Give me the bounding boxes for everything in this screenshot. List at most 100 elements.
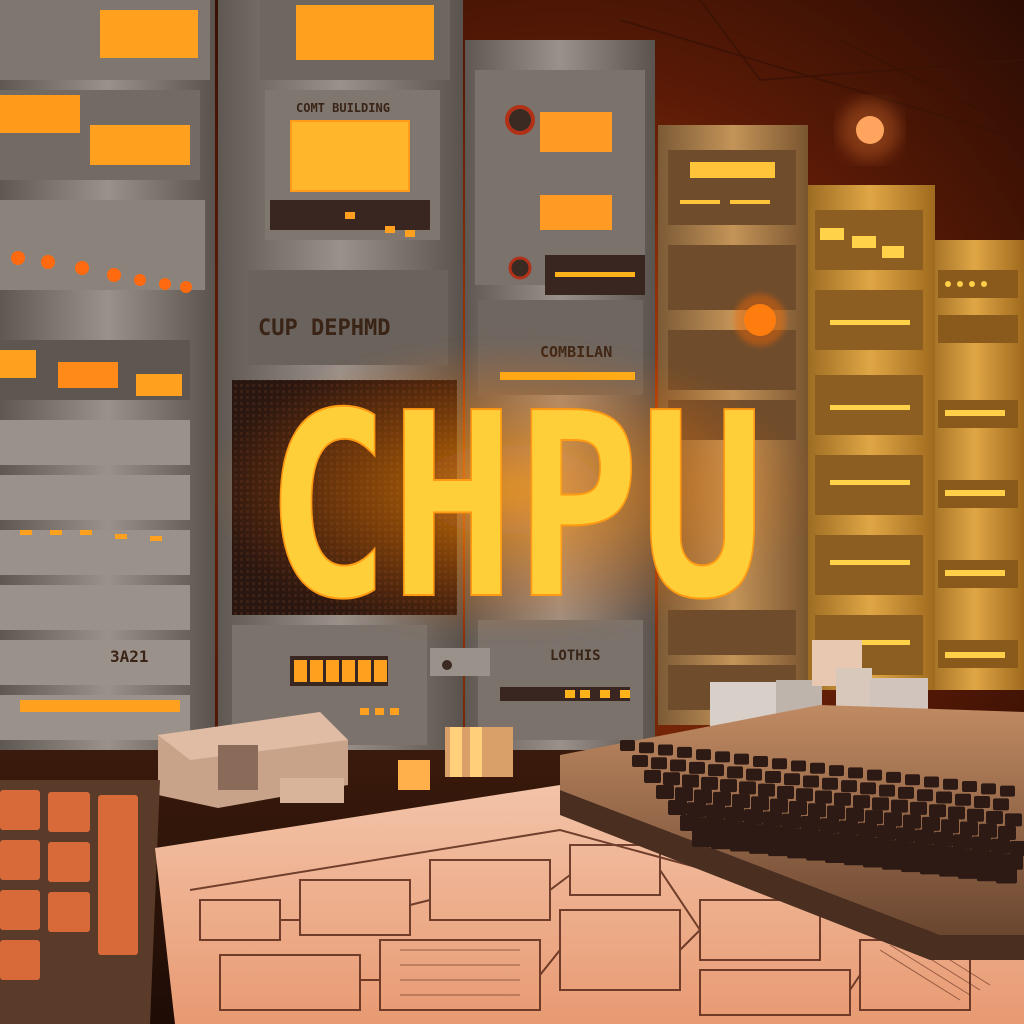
desk-components xyxy=(158,640,928,808)
keyboard-key xyxy=(632,755,648,767)
keyboard-key xyxy=(981,783,996,795)
glowing-chpu-text: CHPU xyxy=(265,359,765,656)
keyboard-key xyxy=(865,810,883,825)
keyboard-key xyxy=(977,864,998,882)
keyboard-key xyxy=(979,823,997,838)
keyboard-key xyxy=(815,790,832,804)
keyboard-key xyxy=(739,781,756,795)
keyboard-key xyxy=(770,798,788,813)
keyboard-key xyxy=(651,757,667,770)
schematic-paper xyxy=(155,785,1024,1024)
keyboard-key xyxy=(853,795,870,809)
keyboard-key xyxy=(870,837,890,854)
keyboard-key xyxy=(858,822,877,838)
keyboard-key xyxy=(860,782,876,795)
keyboard-key xyxy=(644,770,661,783)
keyboard-key xyxy=(984,851,1004,868)
keyboard-key xyxy=(996,866,1017,884)
server-rack-far-right xyxy=(925,240,1024,690)
keyboard-key xyxy=(768,839,789,857)
keyboard-key xyxy=(701,776,718,790)
keyboard-key xyxy=(813,830,833,847)
keyboard-key xyxy=(867,769,882,781)
keyboard-key xyxy=(986,811,1003,825)
keyboard-key xyxy=(699,817,719,834)
keyboard-key xyxy=(910,801,927,815)
keyboard-key xyxy=(737,821,757,838)
keyboard-key xyxy=(839,820,858,836)
keyboard-key xyxy=(772,758,787,770)
keyboard-key xyxy=(670,759,686,772)
panel-label-lothis: LOTHIS xyxy=(550,648,601,664)
keyboard-key xyxy=(877,825,896,841)
keyboard-key xyxy=(711,832,732,850)
keyboard-key xyxy=(696,749,711,761)
keyboard-key xyxy=(801,815,820,831)
keyboard-key xyxy=(908,842,928,859)
keyboard-key xyxy=(734,753,749,765)
keyboard-key xyxy=(725,806,744,822)
keyboard-key xyxy=(917,789,933,802)
keyboard-key xyxy=(834,792,851,806)
keyboard-key xyxy=(872,797,889,811)
keyboard-key xyxy=(806,843,827,861)
keyboard-key xyxy=(905,774,920,786)
keyboard-key xyxy=(808,803,826,818)
keyboard-key xyxy=(639,742,654,754)
keyboard-key xyxy=(1010,841,1024,857)
keyboard-key xyxy=(782,813,801,829)
keyboard-key xyxy=(822,777,838,790)
keyboard-key xyxy=(692,830,713,847)
keyboard-key xyxy=(775,826,795,843)
keyboard-key xyxy=(929,804,946,818)
keyboard-key xyxy=(886,771,901,783)
keyboard-key xyxy=(675,787,693,802)
keyboard-key xyxy=(863,850,884,868)
keyboard-key xyxy=(715,751,730,763)
keyboard-key xyxy=(668,800,687,815)
keyboard-key xyxy=(936,791,952,804)
keyboard-key xyxy=(922,816,940,831)
keyboard-key xyxy=(841,780,857,793)
keyboard-key xyxy=(962,781,977,793)
keyboard-key xyxy=(960,821,978,836)
keyboard-key xyxy=(820,818,839,834)
keyboard-key xyxy=(993,798,1009,811)
keyboard-key xyxy=(1003,853,1023,870)
keyboard-key xyxy=(744,809,763,825)
server-rack-right xyxy=(805,185,935,690)
keyboard-key xyxy=(941,819,959,834)
keyboard-key xyxy=(708,764,724,777)
keyboard-key xyxy=(718,819,738,836)
keyboard-key xyxy=(763,811,782,827)
keyboard-key xyxy=(694,789,712,804)
keyboard-key xyxy=(846,807,864,822)
keyboard-key xyxy=(1000,785,1015,797)
keyboard-key xyxy=(934,831,953,847)
keyboard-key xyxy=(844,848,865,866)
panel-label-comt-building: COMT BUILDING xyxy=(296,101,390,115)
keyboard-key xyxy=(787,841,808,859)
keyboard-key xyxy=(965,849,985,866)
keyboard-key xyxy=(732,794,750,809)
keyboard-key xyxy=(920,857,941,875)
keyboard-key xyxy=(958,861,979,879)
keyboard-key xyxy=(896,827,915,843)
keyboard-key xyxy=(943,778,958,790)
keyboard-key xyxy=(749,836,770,854)
server-rack-far-left: 3A21 xyxy=(0,0,215,790)
keyboard-right xyxy=(560,705,1024,960)
keyboard-key xyxy=(713,791,731,806)
keyboard-key xyxy=(967,808,984,822)
keyboard-key xyxy=(829,765,844,777)
keyboard-key xyxy=(889,840,909,857)
keyboard-left xyxy=(0,780,160,1024)
keyboard-key xyxy=(663,772,680,786)
keyboard-key xyxy=(746,768,762,781)
keyboard-key xyxy=(803,775,819,788)
keyboard-key xyxy=(939,859,960,877)
keyboard-key xyxy=(765,770,781,783)
keyboard-key xyxy=(898,786,914,799)
keyboard-key xyxy=(727,766,743,779)
keyboard-key xyxy=(832,833,852,850)
